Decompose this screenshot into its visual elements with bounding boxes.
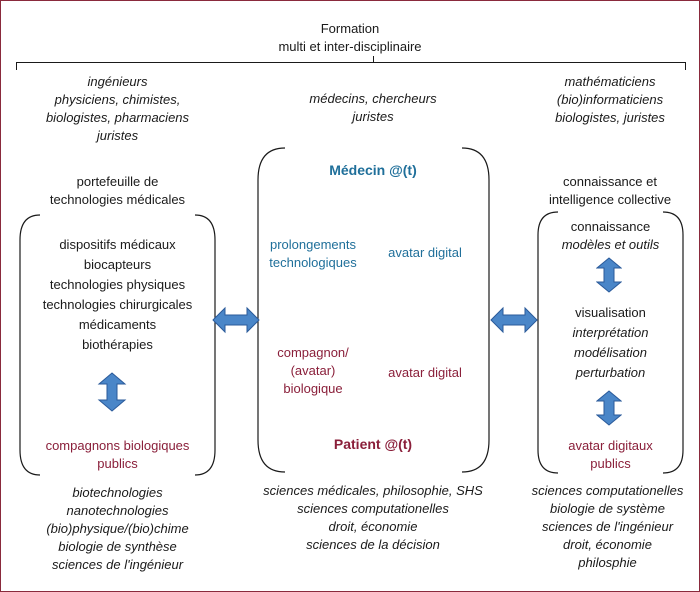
right-bottom-item-4: droit, économie — [563, 537, 652, 552]
right-modelisation: modélisation — [574, 345, 647, 360]
header-title-line2: multi et inter-disciplinaire — [278, 39, 422, 54]
compagnon-line-1: compagnon/ — [277, 345, 349, 360]
right-connaissance: connaissance — [570, 219, 651, 234]
prolongements-line-1: prolongements — [270, 237, 356, 252]
left-box-bottom-2: publics — [97, 456, 138, 471]
left-box-item-4: technologies chirurgicales — [42, 297, 193, 312]
bracket-center-tick — [373, 56, 374, 63]
right-box-close-bracket — [662, 211, 684, 474]
left-role-3: biologistes, pharmaciens — [45, 110, 190, 125]
medecin-label: Médecin @(t) — [329, 162, 417, 178]
right-interpretation: interprétation — [572, 325, 649, 340]
left-box-item-6: biothérapies — [82, 337, 153, 352]
left-box-close-bracket — [194, 214, 216, 476]
center-role-1: médecins, chercheurs — [309, 91, 437, 106]
left-bottom-item-3: (bio)physique/(bio)chime — [46, 521, 189, 536]
right-upper-vertical-double-arrow-icon — [596, 257, 622, 293]
right-visualisation: visualisation — [575, 305, 646, 320]
right-role-3: biologistes, juristes — [555, 110, 665, 125]
left-role-4: juristes — [96, 128, 139, 143]
right-role-1: mathématiciens — [564, 74, 656, 89]
left-bottom-item-2: nanotechnologies — [66, 503, 169, 518]
left-box-item-2: biocapteurs — [83, 257, 152, 272]
bracket-horizontal-line — [16, 62, 686, 63]
center-box-open-bracket — [257, 147, 286, 473]
bracket-left-tick — [16, 62, 17, 70]
right-bottom-item-1: sciences computationelles — [531, 483, 684, 498]
header-title-line1: Formation — [320, 21, 380, 36]
right-box-bottom-2: publics — [590, 456, 631, 471]
prolongements-line-2: technologiques — [269, 255, 357, 270]
center-box-close-bracket — [461, 147, 490, 473]
right-lower-vertical-double-arrow-icon — [596, 390, 622, 426]
left-vertical-double-arrow-icon — [97, 372, 127, 412]
right-box-bottom-1: avatar digitaux — [568, 438, 653, 453]
bracket-right-tick — [685, 62, 686, 70]
avatar-digital-2: avatar digital — [388, 365, 462, 380]
center-bottom-item-1: sciences médicales, philosophie, SHS — [263, 483, 483, 498]
left-box-bottom-1: compagnons biologiques — [45, 438, 190, 453]
right-bottom-item-2: biologie de système — [550, 501, 665, 516]
patient-label: Patient @(t) — [333, 436, 413, 452]
left-box-item-1: dispositifs médicaux — [59, 237, 176, 252]
center-bottom-item-2: sciences computationelles — [297, 501, 449, 516]
left-bottom-item-1: biotechnologies — [72, 485, 163, 500]
left-box-item-5: médicaments — [78, 317, 157, 332]
left-heading-1: portefeuille de — [76, 174, 159, 189]
right-bottom-item-5: philosphie — [578, 555, 637, 570]
left-role-2: physiciens, chimistes, — [54, 92, 181, 107]
left-bottom-item-5: sciences de l'ingénieur — [51, 557, 184, 572]
left-role-1: ingénieurs — [87, 74, 148, 89]
right-modeles: modèles et outils — [561, 237, 660, 252]
center-role-2: juristes — [352, 109, 394, 124]
right-perturbation: perturbation — [575, 365, 646, 380]
compagnon-line-3: biologique — [283, 381, 343, 396]
compagnon-line-2: (avatar) — [290, 363, 336, 378]
left-heading-2: technologies médicales — [49, 192, 186, 207]
right-heading-1: connaissance et — [563, 174, 657, 189]
avatar-digital-1: avatar digital — [388, 245, 462, 260]
right-box-open-bracket — [537, 211, 559, 474]
left-box-open-bracket — [19, 214, 41, 476]
right-role-2: (bio)informaticiens — [556, 92, 664, 107]
center-bottom-item-4: sciences de la décision — [306, 537, 440, 552]
right-horizontal-double-arrow-icon — [490, 306, 538, 334]
left-box-item-3: technologies physiques — [49, 277, 186, 292]
left-horizontal-double-arrow-icon — [212, 306, 260, 334]
center-bottom-item-3: droit, économie — [328, 519, 418, 534]
right-heading-2: intelligence collective — [548, 192, 672, 207]
left-bottom-item-4: biologie de synthèse — [58, 539, 177, 554]
right-bottom-item-3: sciences de l'ingénieur — [541, 519, 674, 534]
